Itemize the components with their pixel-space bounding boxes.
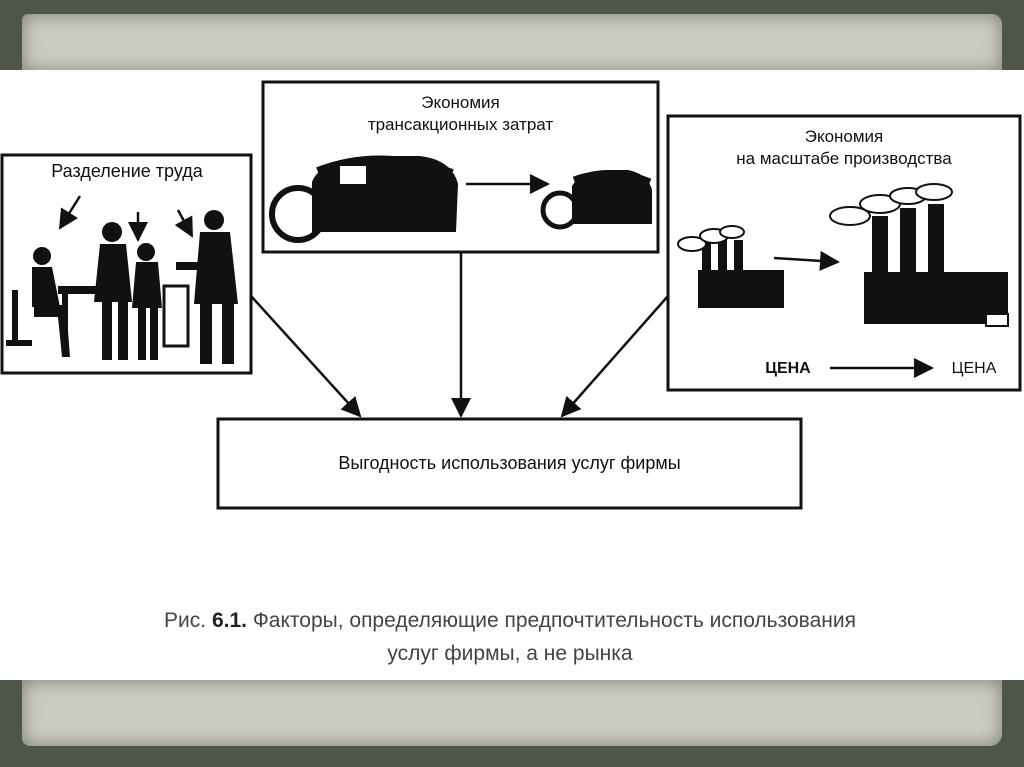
- pointer-arrow-1: [58, 195, 82, 230]
- caption-text-line1: Факторы, определяющие предпочтительность…: [252, 609, 856, 632]
- paper-frame-top: [22, 14, 1002, 72]
- slide-canvas: [0, 70, 1024, 680]
- growth-arrow: [773, 250, 840, 271]
- caption-line-2: услуг фирмы, а не рынка: [40, 637, 980, 670]
- caption-figure-number: 6.1.: [211, 609, 247, 632]
- pointer-arrow-3: [174, 209, 194, 238]
- caption-line-1: Рис. 6.1. Факторы, определяющие предпочт…: [40, 604, 980, 637]
- transaction-costs-title-line1: Экономия: [421, 93, 500, 112]
- telephone-large-icon: [269, 155, 458, 243]
- economy-of-scale-box: [666, 114, 1022, 392]
- caption-text-line2: услуг фирмы, а не рынка: [387, 642, 633, 665]
- telephone-small-icon: [540, 169, 652, 230]
- figure-caption: Рис. 6.1. Факторы, определяющие предпочт…: [40, 604, 980, 670]
- paper-frame-bottom: [22, 680, 1002, 746]
- division-of-labor-box: [0, 153, 253, 375]
- price-label-right: ЦЕНА: [951, 360, 997, 377]
- workers-illustration: [6, 195, 238, 364]
- arrow-labor-to-benefit: [250, 295, 362, 418]
- caption-prefix: Рис.: [164, 609, 207, 632]
- division-of-labor-label: Разделение труда: [51, 161, 203, 181]
- economy-of-scale-title-line1: Экономия: [804, 127, 884, 146]
- economy-of-scale-title-line2: на масштабе производства: [736, 149, 952, 168]
- price-label-left: ЦЕНА: [765, 360, 811, 377]
- firm-benefit-box: [216, 417, 803, 510]
- arrow-scale-to-benefit: [560, 295, 669, 418]
- transaction-costs-title-line2: трансакционных затрат: [367, 115, 554, 134]
- firm-benefit-label: Выгодность использования услуг фирмы: [338, 453, 681, 473]
- factory-large-icon: [829, 183, 1009, 327]
- factory-small-icon: [677, 225, 784, 308]
